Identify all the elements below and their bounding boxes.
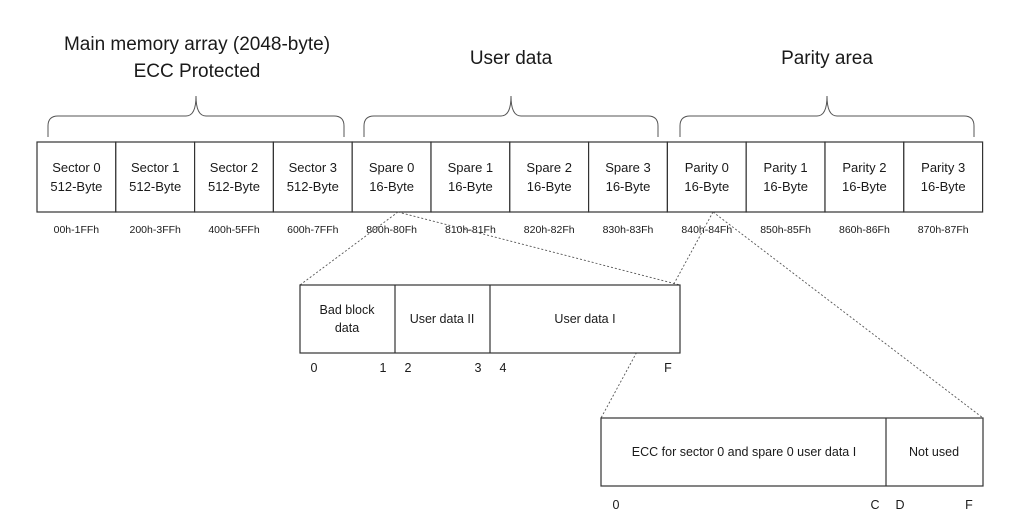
bad-block-label-line2: data bbox=[335, 321, 359, 335]
parity-0-size: 16-Byte bbox=[684, 179, 729, 194]
spare0-index-0: 0 bbox=[311, 361, 318, 375]
sector-1-cell-box bbox=[115, 141, 196, 213]
sector-2-address-range: 400h-5FFh bbox=[208, 224, 260, 236]
spare-3-cell: Spare 3 16-Byte 830h-83Fh bbox=[587, 141, 668, 236]
parity0-index-c: C bbox=[870, 498, 879, 512]
parity-2-address-range: 860h-86Fh bbox=[839, 224, 890, 236]
sector-2-cell-box bbox=[194, 141, 275, 213]
parity0-index-d: D bbox=[895, 498, 904, 512]
parity-0-cell: Parity 0 16-Byte 840h-84Fh bbox=[666, 141, 747, 236]
parity-3-address-range: 870h-87Fh bbox=[918, 224, 969, 236]
parity-2-cell: Parity 2 16-Byte 860h-86Fh bbox=[824, 141, 905, 236]
user-data-ii-label: User data II bbox=[410, 312, 475, 326]
parity-1-size: 16-Byte bbox=[763, 179, 808, 194]
parity-1-name: Parity 1 bbox=[764, 160, 808, 175]
spare-2-size: 16-Byte bbox=[527, 179, 572, 194]
ecc-protected-label: ECC Protected bbox=[134, 61, 261, 82]
sector-1-cell: Sector 1 512-Byte 200h-3FFh bbox=[115, 141, 196, 236]
spare-1-name: Spare 1 bbox=[448, 160, 494, 175]
sector-3-cell: Sector 3 512-Byte 600h-7FFh bbox=[272, 141, 353, 236]
parity-3-size: 16-Byte bbox=[921, 179, 966, 194]
sector-0-cell: Sector 0 512-Byte 00h-1FFh bbox=[36, 141, 117, 236]
parity-0-cell-box bbox=[666, 141, 747, 213]
spare-1-size: 16-Byte bbox=[448, 179, 493, 194]
spare-0-cell: Spare 0 16-Byte 800h-80Fh bbox=[351, 141, 432, 236]
spare-0-name: Spare 0 bbox=[369, 160, 415, 175]
sector-2-name: Sector 2 bbox=[210, 160, 258, 175]
parity0-index-0: 0 bbox=[613, 498, 620, 512]
sector-3-address-range: 600h-7FFh bbox=[287, 224, 339, 236]
parity-area-brace bbox=[679, 95, 975, 137]
spare0-index-3: 3 bbox=[475, 361, 482, 375]
spare-2-name: Spare 2 bbox=[526, 160, 572, 175]
memory-strip: Sector 0 512-Byte 00h-1FFh Sector 1 512-Byte… bbox=[36, 141, 984, 236]
parity-area-title: Parity area bbox=[781, 48, 873, 69]
spare-3-address-range: 830h-83Fh bbox=[603, 224, 654, 236]
spare0-index-4: 4 bbox=[500, 361, 507, 375]
spare-0-size: 16-Byte bbox=[369, 179, 414, 194]
spare-3-cell-box bbox=[587, 141, 668, 213]
sector-1-name: Sector 1 bbox=[131, 160, 179, 175]
bad-block-label-line1: Bad block bbox=[320, 303, 376, 317]
spare-3-size: 16-Byte bbox=[606, 179, 651, 194]
parity-1-cell-box bbox=[745, 141, 826, 213]
parity-0-name: Parity 0 bbox=[685, 160, 729, 175]
sector-3-name: Sector 3 bbox=[289, 160, 337, 175]
user-data-brace bbox=[363, 95, 659, 137]
sector-1-address-range: 200h-3FFh bbox=[130, 224, 182, 236]
main-memory-title: Main memory array (2048-byte) bbox=[64, 34, 330, 55]
parity0-index-f: F bbox=[965, 498, 973, 512]
parity-2-size: 16-Byte bbox=[842, 179, 887, 194]
not-used-label: Not used bbox=[909, 445, 959, 459]
spare0-detail: Bad block data User data II User data I … bbox=[299, 284, 681, 375]
spare-2-cell: Spare 2 16-Byte 820h-82Fh bbox=[509, 141, 590, 236]
sector-0-name: Sector 0 bbox=[52, 160, 100, 175]
spare-2-cell-box bbox=[509, 141, 590, 213]
sector-2-size: 512-Byte bbox=[208, 179, 260, 194]
parity-2-cell-box bbox=[824, 141, 905, 213]
main-memory-brace bbox=[47, 95, 345, 137]
parity-1-cell: Parity 1 16-Byte 850h-85Fh bbox=[745, 141, 826, 236]
parity0-detail-frame bbox=[600, 417, 984, 487]
spare-1-cell-box bbox=[430, 141, 511, 213]
spare0-index-2: 2 bbox=[405, 361, 412, 375]
sector-0-address-range: 00h-1FFh bbox=[54, 224, 100, 236]
parity-3-cell: Parity 3 16-Byte 870h-87Fh bbox=[903, 141, 984, 236]
spare-2-address-range: 820h-82Fh bbox=[524, 224, 575, 236]
spare-0-address-range: 800h-80Fh bbox=[366, 224, 417, 236]
spare-0-cell-box bbox=[351, 141, 432, 213]
parity-0-address-range: 840h-84Fh bbox=[681, 224, 732, 236]
parity0-detail: ECC for sector 0 and spare 0 user data I… bbox=[600, 417, 984, 512]
spare0-zoom-line-right bbox=[397, 211, 681, 286]
ecc-label: ECC for sector 0 and spare 0 user data I bbox=[632, 445, 856, 459]
sector-0-size: 512-Byte bbox=[50, 179, 102, 194]
spare-3-name: Spare 3 bbox=[605, 160, 651, 175]
spare0-index-f: F bbox=[664, 361, 672, 375]
parity-3-cell-box bbox=[903, 141, 984, 213]
sector-0-cell-box bbox=[36, 141, 117, 213]
spare0-index-1: 1 bbox=[380, 361, 387, 375]
parity-2-name: Parity 2 bbox=[842, 160, 886, 175]
user-data-title: User data bbox=[470, 48, 553, 69]
parity-1-address-range: 850h-85Fh bbox=[760, 224, 811, 236]
parity0-zoom-line-right bbox=[712, 211, 984, 419]
sector-3-size: 512-Byte bbox=[287, 179, 339, 194]
spare0-zoom-line-left bbox=[299, 211, 399, 286]
parity-3-name: Parity 3 bbox=[921, 160, 965, 175]
sector-2-cell: Sector 2 512-Byte 400h-5FFh bbox=[194, 141, 275, 236]
user-data-i-label: User data I bbox=[554, 312, 615, 326]
sector-3-cell-box bbox=[272, 141, 353, 213]
sector-1-size: 512-Byte bbox=[129, 179, 181, 194]
